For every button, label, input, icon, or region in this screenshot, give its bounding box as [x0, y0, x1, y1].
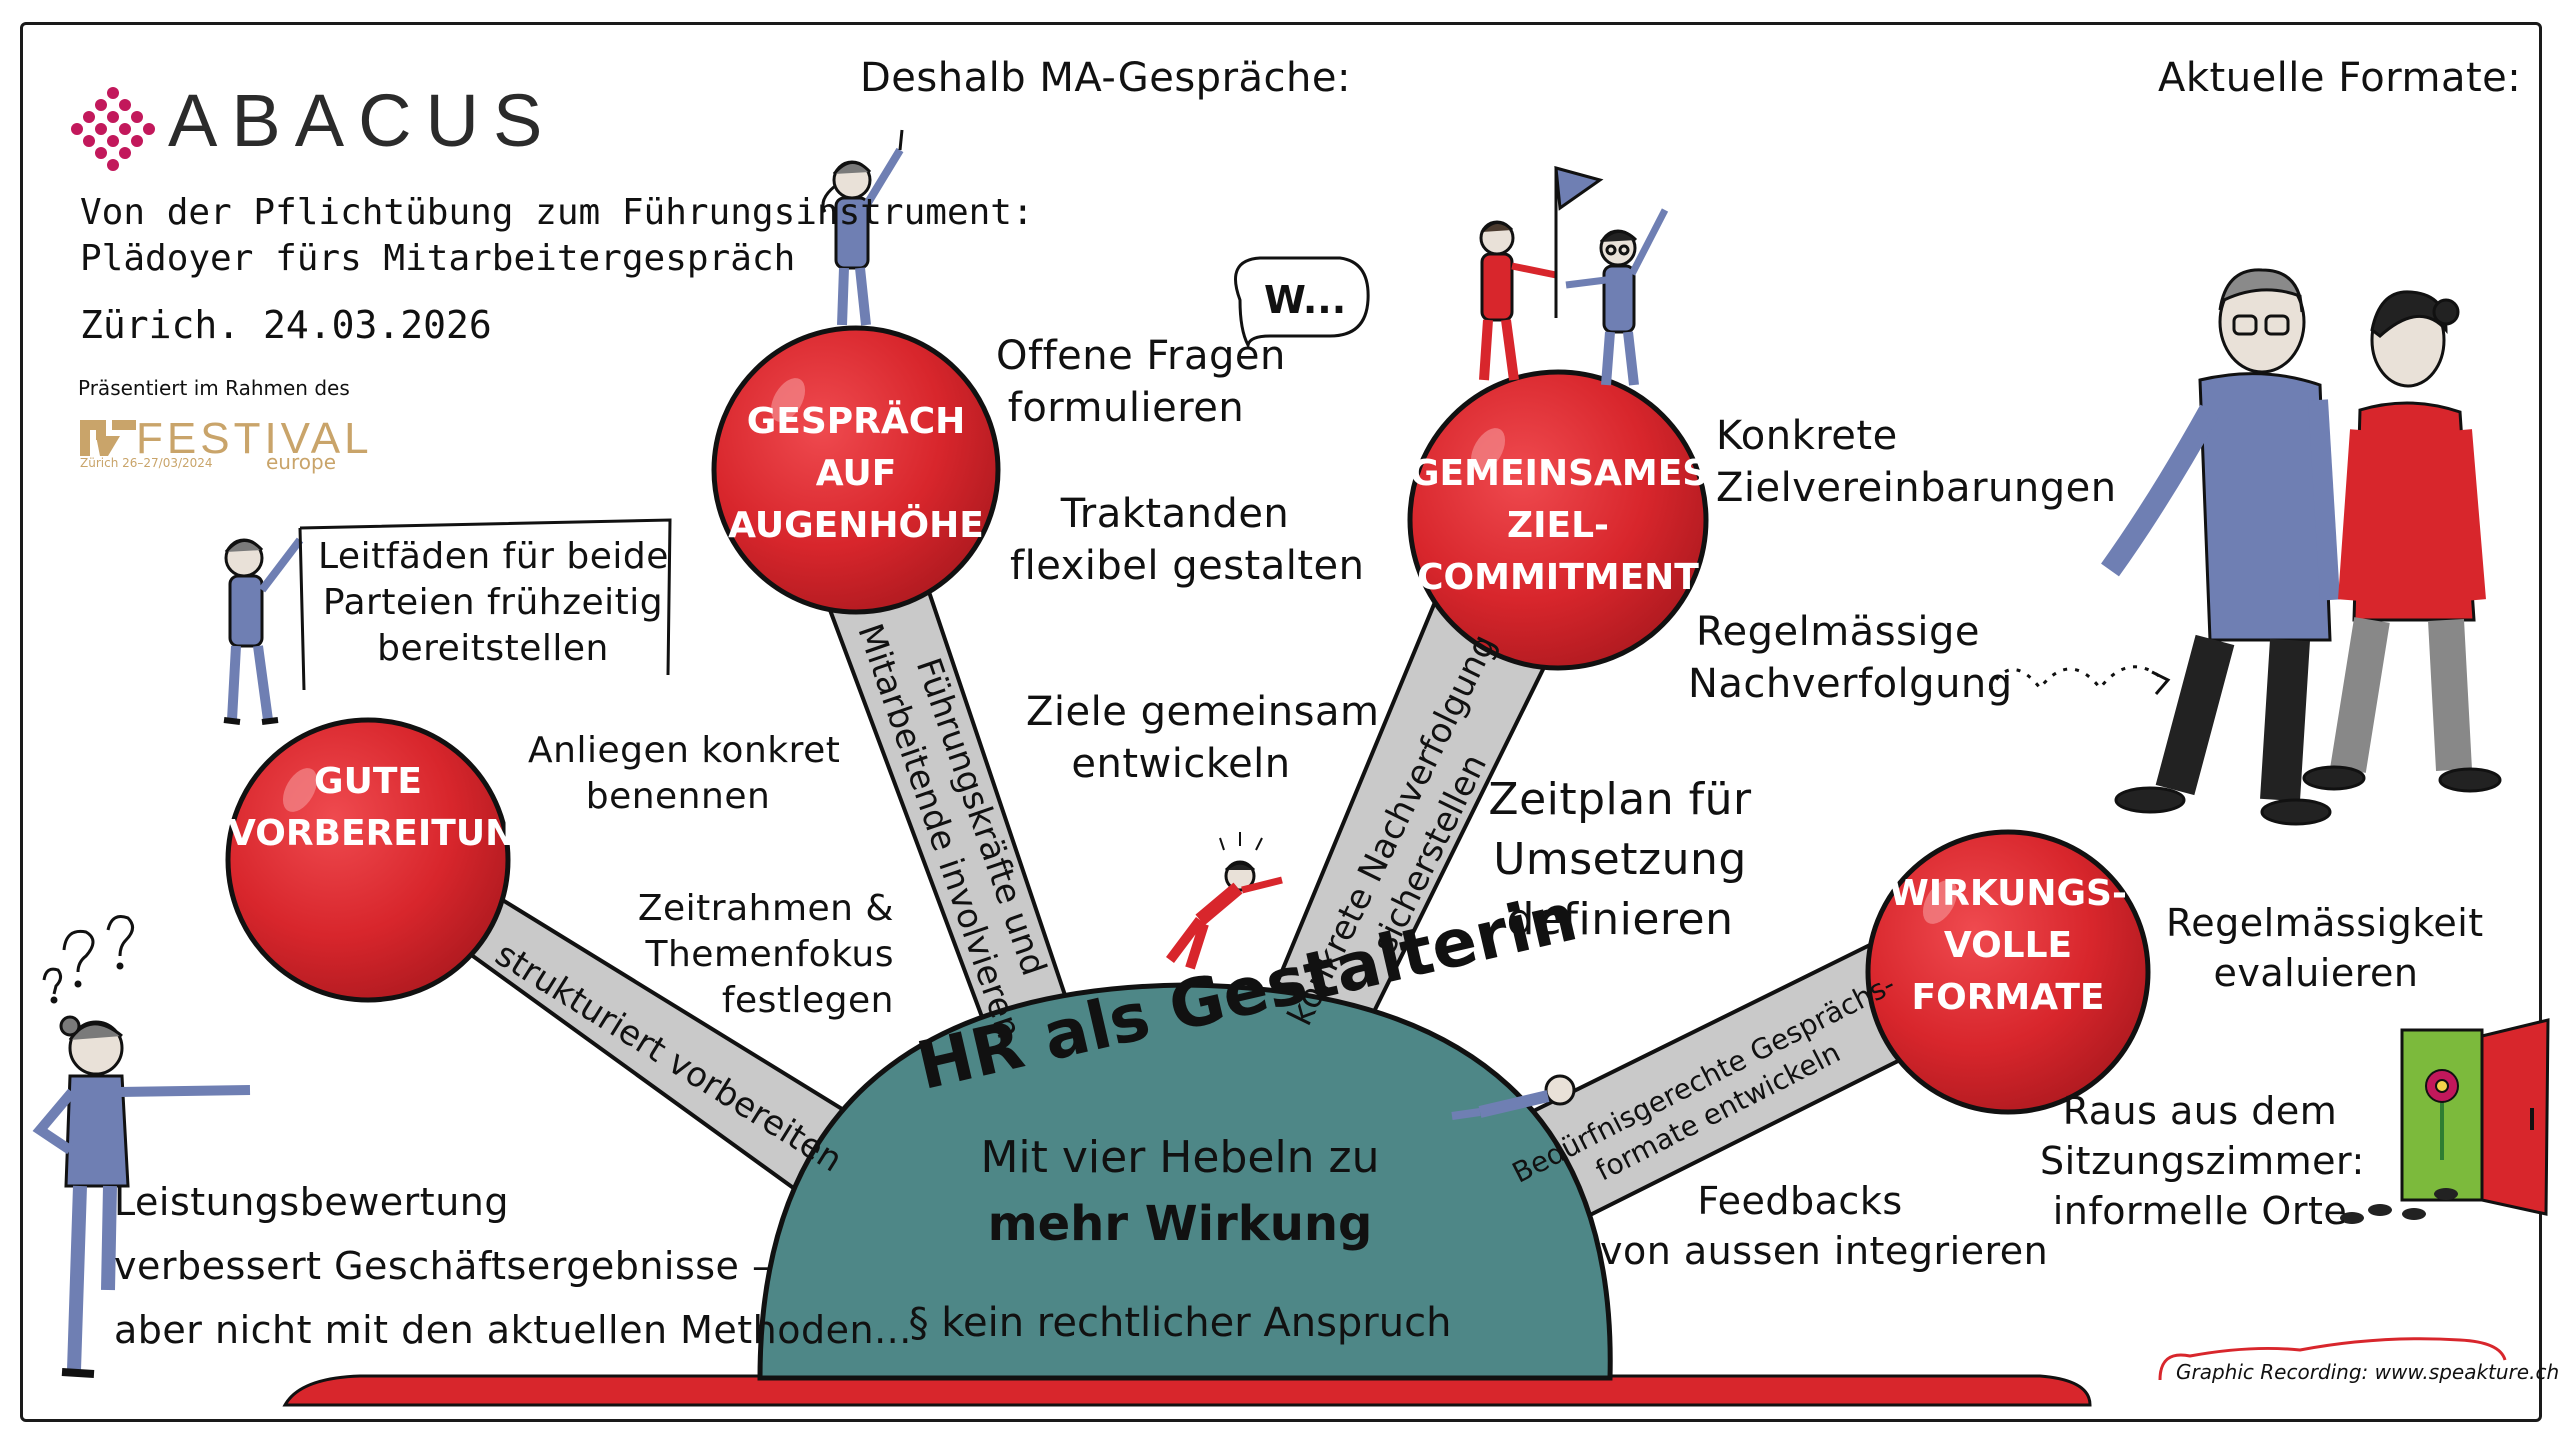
note-2a: Offene Fragen formulieren	[996, 333, 1286, 431]
person-glasses	[2101, 268, 2340, 826]
subtitle-line-2: Plädoyer fürs Mitarbeitergespräch	[80, 238, 796, 279]
question-marks-icon	[42, 915, 134, 1004]
note-1c: Zeitrahmen & Themenfokus festlegen	[637, 888, 894, 1021]
person-pointing	[821, 129, 904, 326]
festival-dates: Zürich 26–27/03/2024	[80, 456, 213, 470]
presented-label: Präsentiert im Rahmen des	[78, 376, 350, 400]
dome-line-3: § kein rechtlicher Anspruch	[908, 1300, 1452, 1346]
sign-board	[298, 518, 672, 691]
note-4c: Feedbacks von aussen integrieren	[1600, 1179, 2049, 1273]
note-1b: Anliegen konkret benennen	[528, 730, 841, 817]
event-date: Zürich. 24.03.2026	[80, 303, 492, 347]
note-4b: Raus aus dem Sitzungszimmer: informelle …	[2040, 1089, 2365, 1233]
festival-logo-icon	[80, 420, 136, 456]
note-1a: Leitfäden für beide Parteien frühzeitig …	[318, 536, 669, 669]
ball-4-label: WIRKUNGS- VOLLE FORMATE	[1889, 873, 2127, 1018]
note-3c: Zeitplan für Umsetzung definieren	[1488, 774, 1752, 945]
speech-bubble-icon	[1234, 256, 1370, 350]
flower-icon	[2425, 1069, 2459, 1160]
door-icon	[2400, 1018, 2550, 1216]
section-title-left: Deshalb MA-Gespräche:	[860, 55, 1351, 101]
note-2c: Ziele gemeinsam entwickeln	[1026, 689, 1380, 787]
bubble-text: W...	[1264, 278, 1347, 322]
festival-region: europe	[266, 450, 336, 474]
note-3b: Regelmässige Nachverfolgung	[1688, 609, 2013, 707]
person-confused	[32, 1015, 251, 1378]
dome-shape	[757, 982, 1613, 1381]
bottom-left-text: Leistungsbewertung verbessert Geschäftse…	[114, 1180, 912, 1352]
person-sign-holder	[223, 537, 304, 725]
dotted-arrow	[1988, 665, 2165, 691]
section-title-right: Aktuelle Formate:	[2158, 55, 2522, 101]
note-4a: Regelmässigkeit evaluieren	[2166, 901, 2484, 995]
note-2b: Traktanden flexibel gestalten	[1010, 491, 1365, 589]
footprints-icon	[2340, 1188, 2458, 1224]
dome-line-1: Mit vier Hebeln zu	[980, 1132, 1380, 1183]
person-pushing	[1166, 832, 1283, 970]
people-flag	[1479, 208, 1669, 386]
abacus-logo-icon	[71, 87, 155, 171]
subtitle-line-1: Von der Pflichtübung zum Führungsinstrum…	[80, 192, 1034, 233]
dome-line-2: mehr Wirkung	[987, 1196, 1373, 1252]
ball-3-label: GEMEINSAMES ZIEL- COMMITMENT	[1410, 453, 1709, 598]
flag-icon	[1554, 165, 1604, 318]
ball-2-label: GESPRÄCH AUF AUGENHÖHE	[728, 401, 984, 546]
person-lying	[1451, 1074, 1576, 1120]
credit: Graphic Recording: www.speakture.ch	[2176, 1360, 2560, 1384]
note-3a: Konkrete Zielvereinbarungen	[1716, 413, 2117, 511]
ball-1-label: GUTE VORBEREITUNG	[228, 761, 545, 854]
festival-name: FESTIVAL	[136, 414, 373, 463]
brand-name: ABACUS	[168, 79, 557, 162]
person-ponytail	[2302, 290, 2502, 793]
credit-scribble	[2158, 1337, 2507, 1381]
